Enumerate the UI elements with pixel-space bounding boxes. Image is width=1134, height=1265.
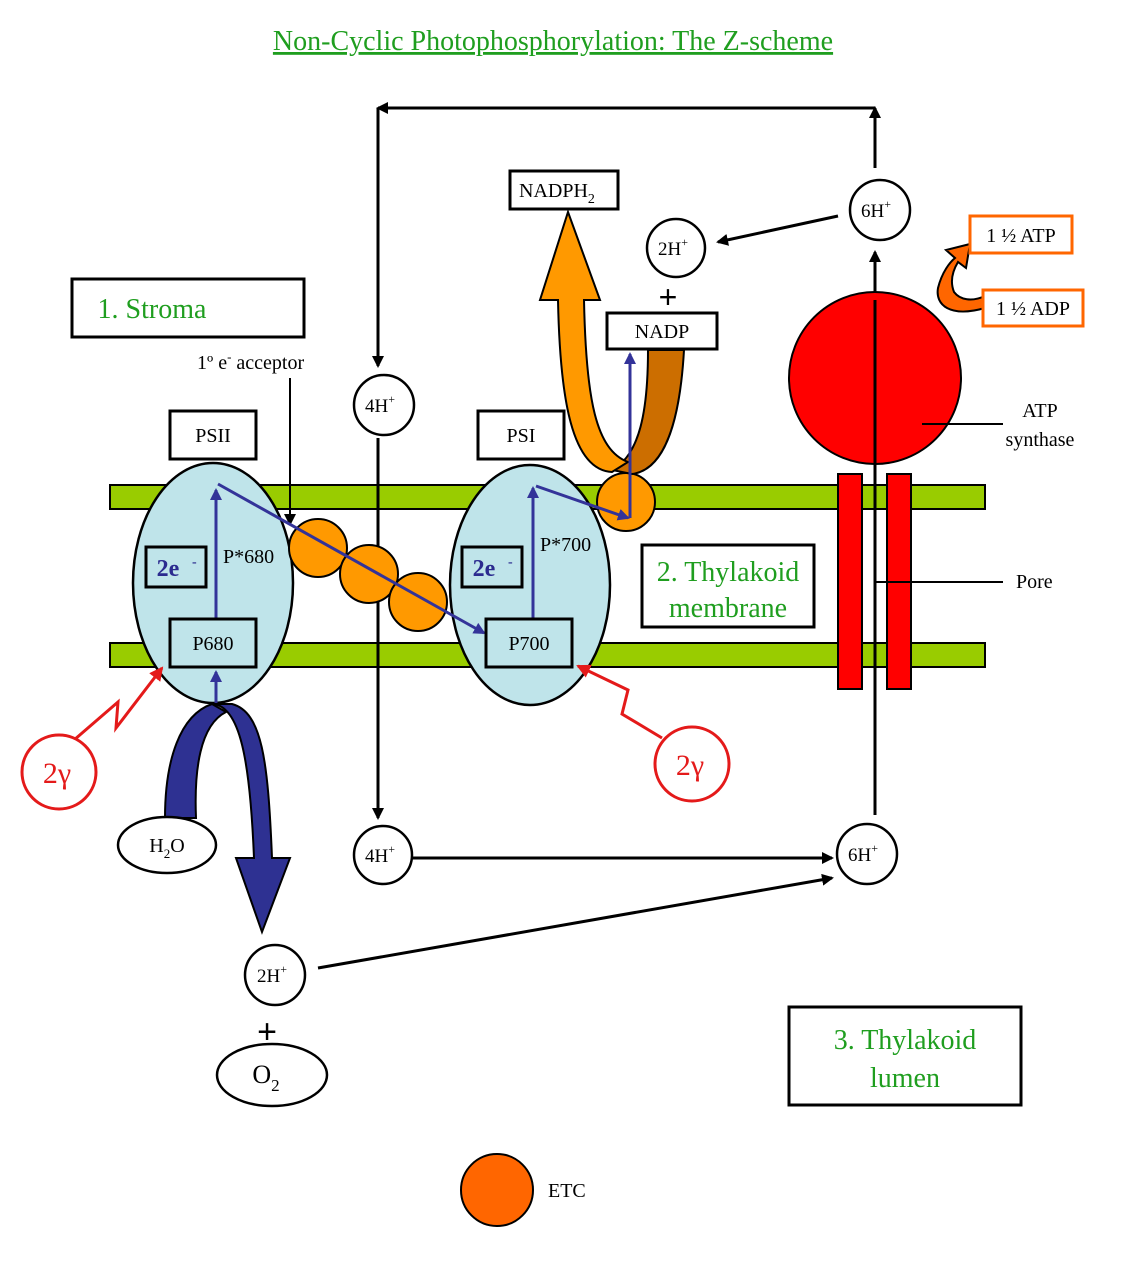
ion-6h-stroma-label: 6H+ xyxy=(861,197,891,222)
p680-box xyxy=(168,617,258,669)
ion-2h-lumen-label: 2H+ xyxy=(257,962,287,987)
photon-right-label: 2γ xyxy=(676,749,704,782)
ion-4h-stroma-label: 4H+ xyxy=(365,392,395,417)
ion-4h-lumen xyxy=(352,824,414,886)
psii-box xyxy=(168,409,258,461)
atp-synthase-label-line2: synthase xyxy=(1006,429,1075,451)
adp-box xyxy=(981,288,1085,328)
ion-2h-stroma xyxy=(645,217,707,279)
p700-box xyxy=(484,617,574,669)
nadp-back-arrow xyxy=(609,349,686,476)
water-output-arrow xyxy=(211,703,292,935)
ion-4h-stroma xyxy=(352,373,416,437)
psi-box xyxy=(476,409,566,461)
photon-right xyxy=(653,725,731,803)
nadp-label: NADP xyxy=(635,321,689,343)
p680-label: P680 xyxy=(192,633,233,655)
oxygen-molecule xyxy=(215,1042,329,1108)
photon-left xyxy=(20,733,98,811)
membrane-label-line2: membrane xyxy=(669,593,787,624)
nadp-box xyxy=(605,311,719,351)
nadph2-label: NADPH2 xyxy=(519,180,595,207)
diagram-title: Non-Cyclic Photophosphorylation: The Z-s… xyxy=(273,26,833,57)
p680-excited-label: P*680 xyxy=(223,546,274,568)
proton-2h-to-6h-arrow xyxy=(317,873,834,970)
etc-legend-label: ETC xyxy=(548,1180,586,1202)
electrons-label-psii: 2e xyxy=(157,556,180,582)
water-molecule xyxy=(116,815,218,875)
etc-legend-icon xyxy=(460,1153,534,1227)
atp-synthase-pore-left xyxy=(837,473,863,690)
proton-6h-to-2h-arrow xyxy=(716,214,839,246)
ion-6h-lumen-label: 6H+ xyxy=(848,841,878,866)
ion-4h-lumen-label: 4H+ xyxy=(365,842,395,867)
electrons-label-psi: 2e xyxy=(473,556,496,582)
ion-2h-stroma-label: 2H+ xyxy=(658,235,688,260)
atp-label: 1 ½ ATP xyxy=(986,225,1055,247)
pore-label: Pore xyxy=(1016,571,1053,593)
electrons-box-psii xyxy=(144,545,208,589)
membrane-label-line1: 2. Thylakoid xyxy=(657,557,800,588)
etc-carrier-psi xyxy=(596,472,656,532)
stroma-box xyxy=(70,277,306,339)
electron-path-etc xyxy=(217,482,486,635)
electrons-sup-psi: - xyxy=(508,555,513,570)
oxygen-label: O2 xyxy=(252,1060,279,1095)
nadph-arrow xyxy=(538,208,631,474)
electrons-sup-psii: - xyxy=(192,555,197,570)
plus-o2: + xyxy=(257,1013,277,1051)
lumen-box xyxy=(787,1005,1023,1107)
lumen-label-line1: 3. Thylakoid xyxy=(834,1025,977,1056)
etc-carrier-3 xyxy=(388,572,448,632)
lumen-label-line2: lumen xyxy=(870,1063,940,1094)
stroma-label: 1. Stroma xyxy=(98,294,207,325)
ion-2h-lumen xyxy=(243,943,307,1007)
psi-label: PSI xyxy=(507,425,536,447)
adp-label: 1 ½ ADP xyxy=(996,298,1070,320)
photon-left-label: 2γ xyxy=(43,757,71,790)
photon-right-arrow xyxy=(576,664,663,740)
plus-nadp: + xyxy=(659,279,678,315)
p700-excited-label: P*700 xyxy=(540,534,591,556)
atp-box xyxy=(968,214,1074,255)
photon-left-arrow xyxy=(73,666,164,742)
water-label: H2O xyxy=(149,835,184,861)
membrane-box xyxy=(640,543,816,629)
p700-label: P700 xyxy=(508,633,549,655)
electron-path-to-psi-carrier xyxy=(535,484,630,521)
ion-6h-lumen xyxy=(835,822,899,886)
atp-synthase-label-line1: ATP xyxy=(1022,400,1058,422)
psii-label: PSII xyxy=(195,425,231,447)
water-input-arrow xyxy=(163,702,229,819)
ion-6h-stroma xyxy=(848,178,912,242)
nadph2-box xyxy=(508,169,620,211)
electrons-box-psi xyxy=(460,545,524,589)
primary-acceptor-label: 1º e- acceptor xyxy=(197,349,304,374)
